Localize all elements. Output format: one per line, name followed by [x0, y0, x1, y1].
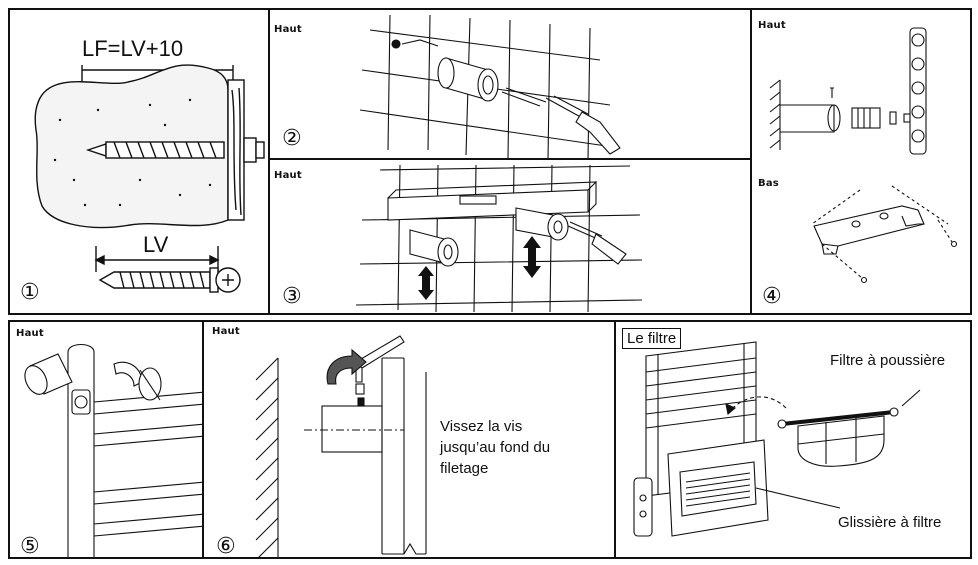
radiator-clamp-illustration [24, 343, 202, 557]
step-number-6: ⑥ [216, 534, 236, 559]
bracket-mounting-illustration [769, 27, 958, 284]
step-number-1: ① [20, 280, 40, 305]
dust-filter-label: Filtre à poussière [830, 352, 946, 369]
instruction-line-1: Vissez la vis [440, 418, 523, 435]
lf-dimension-label: LF=LV+10 [82, 36, 184, 61]
step-number-3: ③ [282, 284, 302, 309]
panel-step-2: Haut ② [268, 8, 752, 160]
step-number-5: ⑤ [20, 534, 40, 559]
panel-step-1: LF=LV+10 LV ① [8, 8, 270, 315]
wall-anchor-illustration [34, 64, 265, 293]
filter-illustration [633, 341, 921, 537]
step-number-4: ④ [762, 284, 782, 309]
step-number-2: ② [282, 126, 302, 151]
top-tag: Haut [758, 20, 786, 31]
filter-section-title: Le filtre [622, 328, 682, 349]
bottom-tag: Bas [758, 178, 779, 189]
panel-step-4: Haut Bas ④ [750, 8, 972, 315]
top-tag: Haut [274, 170, 302, 181]
panel-step-6: Haut Vissez la vis jusqu’au fond du file… [202, 320, 616, 559]
leveling-illustration [355, 164, 643, 313]
top-tag: Haut [16, 328, 44, 339]
instruction-line-2: jusqu’au fond du [440, 439, 551, 456]
instruction-line-3: filetage [440, 460, 489, 477]
panel-step-3: Haut ③ [268, 158, 752, 315]
panel-filter: Le filtre Filtre à poussière Glissière à… [614, 320, 972, 559]
wall-fixing-illustration [359, 14, 621, 158]
top-tag: Haut [212, 326, 240, 337]
top-tag: Haut [274, 24, 302, 35]
instruction-text: Vissez la vis jusqu’au fond du filetage [440, 416, 550, 479]
filter-slide-label: Glissière à filtre [838, 514, 942, 531]
lv-dimension-label: LV [143, 232, 169, 257]
panel-step-5: Haut ⑤ [8, 320, 204, 559]
hex-key-illustration [255, 335, 427, 557]
